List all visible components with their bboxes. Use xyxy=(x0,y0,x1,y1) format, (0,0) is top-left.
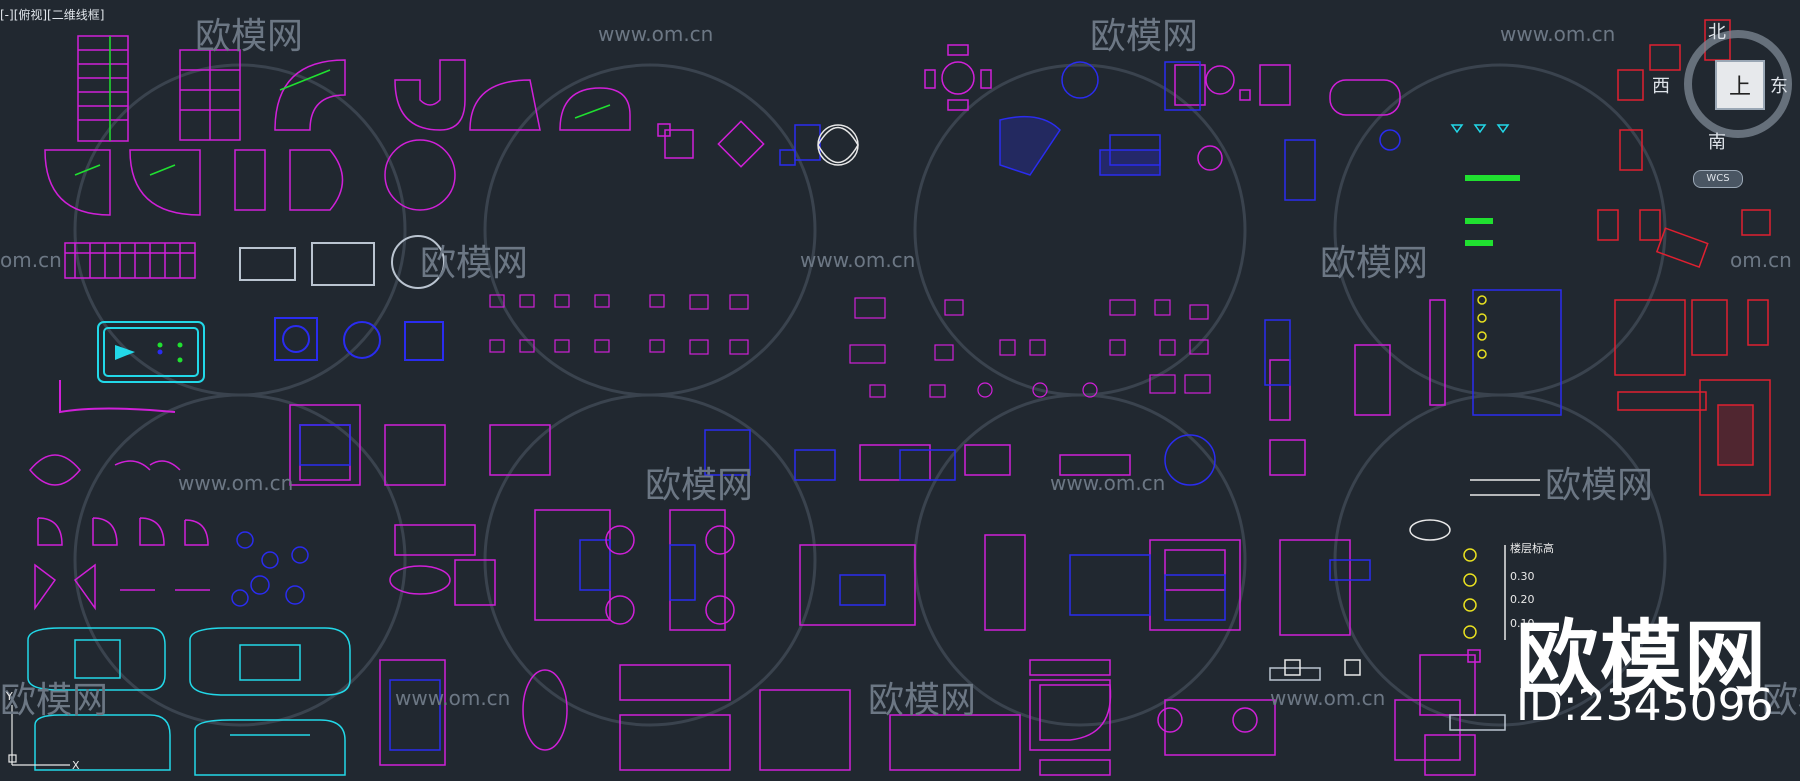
legend-blocks[interactable] xyxy=(1450,124,1562,663)
chair-grid[interactable] xyxy=(489,294,1211,398)
watermark-url: om.cn xyxy=(1730,248,1792,272)
viewcube-east[interactable]: 东 xyxy=(1770,76,1788,97)
viewcube[interactable] xyxy=(1684,30,1792,138)
elevation-value: 0.20 xyxy=(1510,593,1535,606)
viewcube-west[interactable]: 西 xyxy=(1652,76,1670,97)
watermark-url: www.om.cn xyxy=(1500,22,1615,46)
watermark-url: www.om.cn xyxy=(178,471,293,495)
watermark-brand: 欧模网 xyxy=(645,465,753,506)
watermark-url: www.om.cn xyxy=(395,686,510,710)
bedroom-living-sets[interactable] xyxy=(289,19,1771,766)
elevation-label: 楼层标高 xyxy=(1510,541,1554,555)
watermark-brand: 欧模网 xyxy=(1762,680,1800,721)
ucs-x-label: X xyxy=(72,759,80,772)
watermark-url: www.om.cn xyxy=(1050,471,1165,495)
watermark-url: om.cn xyxy=(0,248,62,272)
watermark-brand: 欧模网 xyxy=(868,680,976,721)
viewcube-north[interactable]: 北 xyxy=(1708,22,1726,43)
watermark-url: www.om.cn xyxy=(800,248,915,272)
watermark-brand: 欧模网 xyxy=(195,16,303,57)
watermark-brand: 欧模网 xyxy=(1545,465,1653,506)
stair-blocks[interactable] xyxy=(44,35,631,279)
watermark-brand: 欧模网 xyxy=(420,243,528,284)
watermark-url: www.om.cn xyxy=(1270,686,1385,710)
brand-id-overlay: ID:2345096 xyxy=(1516,680,1774,731)
watermark-brand: 欧模网 xyxy=(0,680,108,721)
car-blocks[interactable] xyxy=(27,627,351,776)
watermark-brand: 欧模网 xyxy=(1320,243,1428,284)
elevation-value: 0.10 xyxy=(1510,617,1535,630)
viewcube-south[interactable]: 南 xyxy=(1708,132,1726,153)
ucs-axis-icon xyxy=(8,705,70,766)
watermark-brand: 欧模网 xyxy=(1090,16,1198,57)
watermark-url: www.om.cn xyxy=(598,22,713,46)
ucs-y-label: Y xyxy=(5,690,13,703)
wcs-menu-button[interactable]: WCS xyxy=(1693,170,1743,188)
viewport-controls-label[interactable]: [-][俯视][二维线框] xyxy=(0,8,105,22)
brand-name-overlay: 欧模网 xyxy=(1516,612,1769,707)
decor-panels[interactable] xyxy=(59,235,445,414)
elevation-value: 0.30 xyxy=(1510,570,1535,583)
dining-sets[interactable] xyxy=(657,44,1401,201)
door-blocks[interactable] xyxy=(29,454,210,611)
viewcube-top-face[interactable]: 上 xyxy=(1715,60,1765,110)
lounge-sets[interactable] xyxy=(231,519,1476,776)
